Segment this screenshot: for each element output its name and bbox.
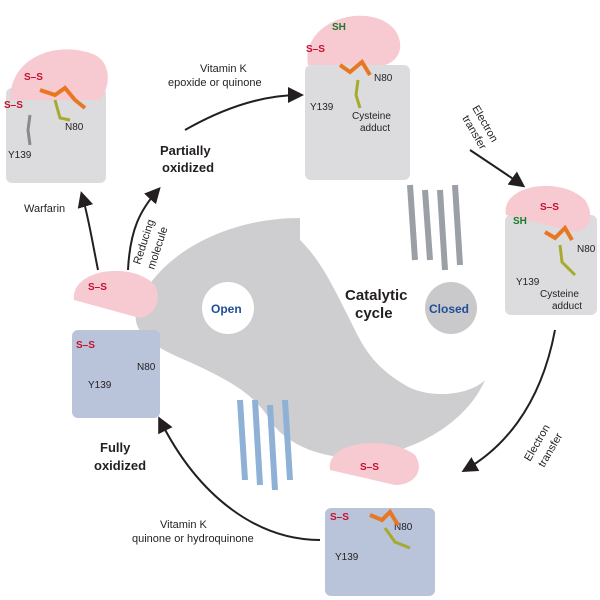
asn-label: N80: [374, 73, 393, 84]
disulfide-label: S–S: [330, 512, 349, 523]
disulfide-label: S–S: [360, 462, 379, 473]
arrow-adduct-to-closed: [469, 149, 526, 188]
asn-label: N80: [577, 244, 596, 255]
cysteine-label-line2: adduct: [552, 301, 582, 312]
tyr-label: Y139: [516, 277, 540, 288]
arrow-warfarin: [77, 191, 99, 271]
cycle-arrows: [77, 87, 556, 541]
state-cysteine-adduct-top: SH S–S N80 Y139 Cysteine adduct: [305, 15, 410, 180]
fully-oxidized-line2: oxidized: [94, 458, 146, 473]
closed-label: Closed: [429, 302, 469, 316]
vitk-quinone-line1: Vitamin K: [160, 519, 208, 531]
state-fully-oxidized: S–S S–S N80 Y139: [72, 270, 160, 418]
tyr-label: Y139: [8, 150, 32, 161]
open-disc: [202, 282, 254, 334]
protein-structure-open: [237, 399, 293, 491]
disulfide-label: S–S: [4, 100, 23, 111]
disulfide-label: S–S: [540, 202, 559, 213]
arrow-closed-to-bottom: [461, 329, 556, 472]
vitk-epoxide-line1: Vitamin K: [200, 63, 248, 75]
asn-label: N80: [65, 122, 84, 133]
arrow-bottom-to-fully: [158, 416, 321, 541]
thiol-label: SH: [513, 216, 527, 227]
state-warfarin: S–S S–S N80 Y139: [4, 49, 108, 183]
disulfide-label: S–S: [88, 282, 107, 293]
asn-label: N80: [137, 362, 156, 373]
partially-oxidized-line1: Partially: [160, 143, 211, 158]
cysteine-label-line1: Cysteine: [540, 289, 579, 300]
vitk-quinone-line2: quinone or hydroquinone: [132, 533, 254, 545]
cysteine-label-line1: Cysteine: [352, 111, 391, 122]
vitk-epoxide-line2: epoxide or quinone: [168, 77, 262, 89]
yin-yang-background: [135, 218, 485, 458]
disulfide-label: S–S: [76, 340, 95, 351]
state-bottom: S–S S–S N80 Y139: [325, 443, 435, 596]
disulfide-label: S–S: [24, 72, 43, 83]
protein-structure-closed: [407, 184, 463, 271]
tyr-label: Y139: [310, 102, 334, 113]
tyr-label: Y139: [335, 552, 359, 563]
arrow-fully-to-partial: [127, 187, 161, 271]
center-title-line1: Catalytic: [345, 287, 408, 304]
asn-label: N80: [394, 522, 413, 533]
disulfide-label: S–S: [306, 44, 325, 55]
fully-oxidized-line1: Fully: [100, 440, 131, 455]
closed-disc: [425, 282, 477, 334]
cysteine-label-line2: adduct: [360, 123, 390, 134]
warfarin-label: Warfarin: [24, 203, 65, 215]
partially-oxidized-line2: oxidized: [162, 160, 214, 175]
state-cysteine-adduct-right: S–S SH N80 Y139 Cysteine adduct: [505, 185, 597, 315]
open-label: Open: [211, 302, 242, 316]
thiol-label: SH: [332, 22, 346, 33]
center-title-line2: cycle: [355, 305, 393, 322]
arrow-partial-to-adduct: [184, 87, 304, 131]
tyr-label: Y139: [88, 380, 112, 391]
